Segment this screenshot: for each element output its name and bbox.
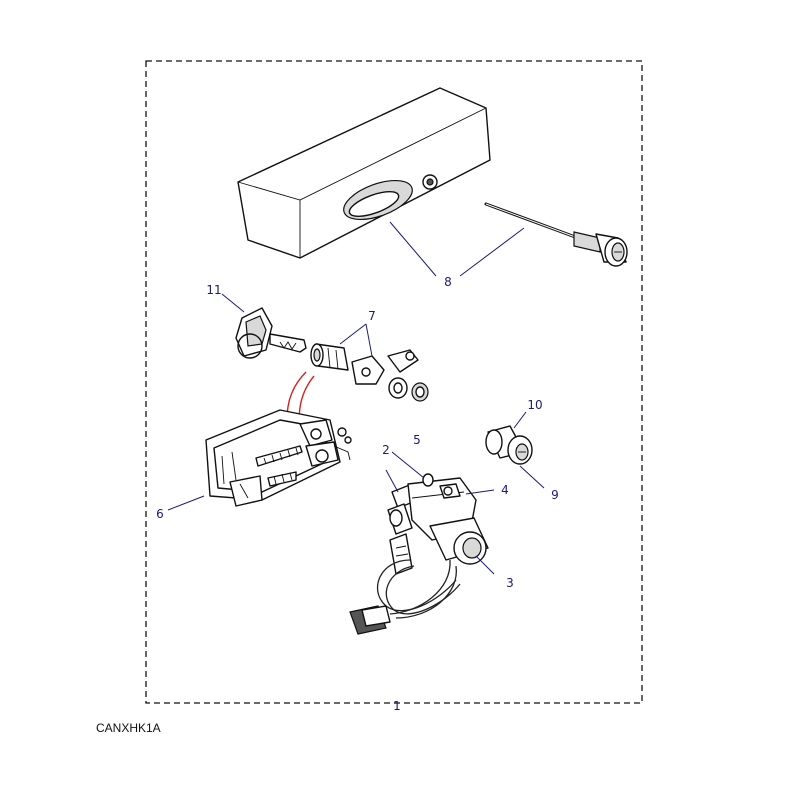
callout-4: 4	[501, 483, 509, 497]
lock-barrel-part	[310, 343, 429, 402]
handle-cover-part	[237, 87, 491, 259]
callout-9: 9	[551, 488, 559, 502]
ignition-switch-part	[349, 473, 489, 635]
callout-8: 8	[444, 275, 452, 289]
callouts: 1 2 3 4 5 6 7 8 9 10 11	[156, 275, 559, 713]
callout-5: 5	[413, 433, 421, 447]
key-part	[235, 307, 307, 359]
callout-3: 3	[506, 576, 514, 590]
callout-10: 10	[527, 398, 542, 412]
latch-mechanism-part	[205, 409, 352, 507]
kit-boundary	[145, 60, 643, 704]
diagram-reference-code: CANXHK1A	[96, 721, 161, 735]
callout-2: 2	[382, 443, 390, 457]
leader-lines	[167, 221, 545, 575]
callout-1: 1	[393, 699, 401, 713]
lock-rod-part	[484, 202, 628, 267]
callout-11: 11	[206, 283, 221, 297]
callout-6: 6	[156, 507, 164, 521]
callout-7: 7	[368, 309, 376, 323]
lock-cylinder-part	[485, 425, 533, 465]
